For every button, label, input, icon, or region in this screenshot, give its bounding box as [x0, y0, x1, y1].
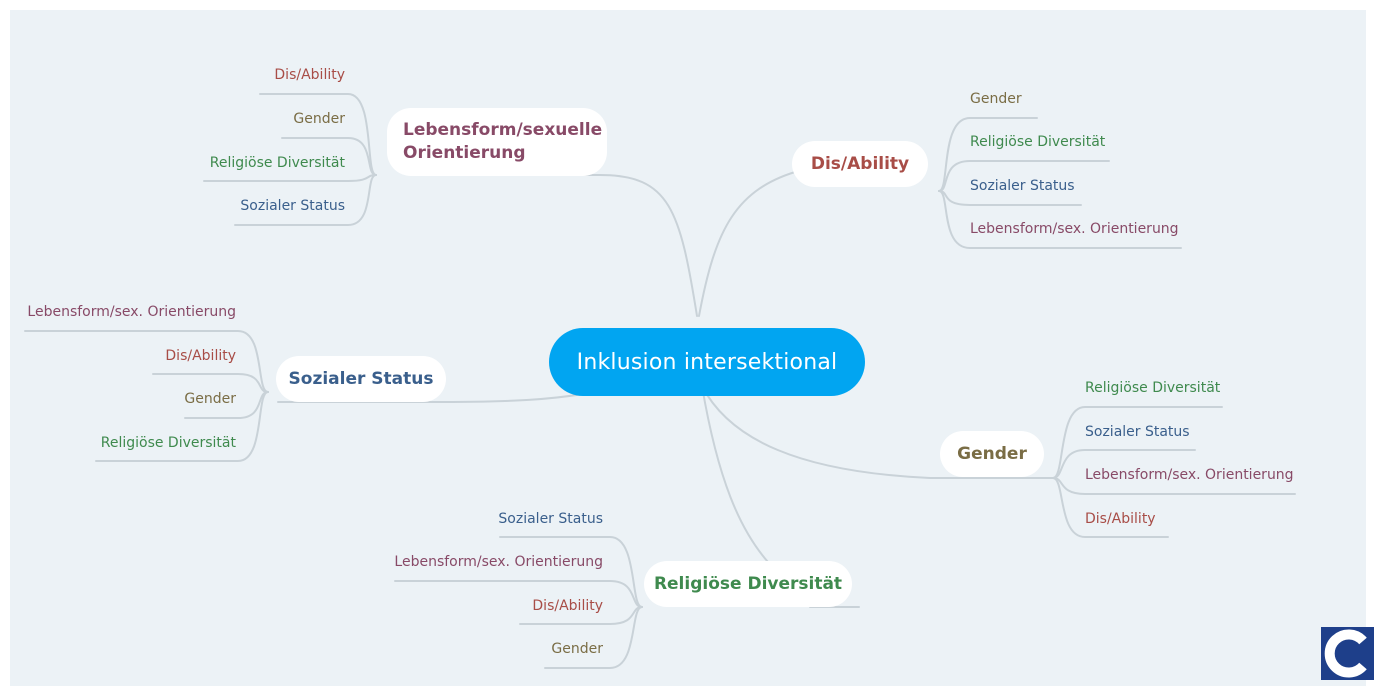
leaf-gender-lebensform[interactable]: Lebensform/sex. Orientierung — [1085, 467, 1294, 483]
branch-status-label: Sozialer Status — [288, 368, 434, 389]
branch-lebensform-label: Lebensform/sexuelle Orientierung — [403, 120, 603, 163]
branch-gender[interactable]: Gender — [940, 431, 1044, 477]
leaf-religion-disability[interactable]: Dis/Ability — [532, 598, 603, 614]
leaf-disability-lebensform[interactable]: Lebensform/sex. Orientierung — [970, 221, 1179, 237]
leaf-status-lebensform[interactable]: Lebensform/sex. Orientierung — [27, 304, 236, 320]
center-label: Inklusion intersektional — [576, 349, 838, 375]
branch-status[interactable]: Sozialer Status — [276, 356, 446, 402]
branch-disability[interactable]: Dis/Ability — [792, 141, 928, 187]
leaf-lebensform-religion[interactable]: Religiöse Diversität — [209, 155, 345, 171]
leaf-lebensform-gender[interactable]: Gender — [293, 111, 345, 127]
leaf-religion-status[interactable]: Sozialer Status — [498, 511, 603, 527]
leaf-status-gender[interactable]: Gender — [184, 391, 236, 407]
leaf-disability-status[interactable]: Sozialer Status — [970, 178, 1075, 194]
leaf-status-religion[interactable]: Religiöse Diversität — [100, 435, 236, 451]
leaf-gender-disability[interactable]: Dis/Ability — [1085, 511, 1156, 527]
leaf-lebensform-status[interactable]: Sozialer Status — [240, 198, 345, 214]
center-node[interactable]: Inklusion intersektional — [549, 328, 865, 396]
branch-disability-label: Dis/Ability — [810, 153, 910, 174]
connector-lines — [24, 93, 1296, 669]
connector-religion — [701, 385, 769, 563]
branch-gender-label: Gender — [957, 443, 1027, 464]
leaf-lebensform-disability[interactable]: Dis/Ability — [274, 67, 345, 83]
branch-lebensform[interactable]: Lebensform/sexuelle Orientierung — [387, 108, 607, 176]
connector-disability — [698, 169, 803, 317]
leaf-status-disability[interactable]: Dis/Ability — [165, 348, 236, 364]
connector-lebensform — [577, 174, 698, 317]
c-logo-icon — [1321, 627, 1374, 680]
connector-gender — [701, 385, 1056, 479]
mindmap-canvas: Inklusion intersektional Lebensform/sexu… — [10, 10, 1366, 686]
leaf-gender-status[interactable]: Sozialer Status — [1085, 424, 1190, 440]
leaf-religion-lebensform[interactable]: Lebensform/sex. Orientierung — [394, 554, 603, 570]
branch-religion-label: Religiöse Diversität — [653, 573, 843, 594]
leaf-religion-gender[interactable]: Gender — [551, 641, 603, 657]
branch-religion[interactable]: Religiöse Diversität — [644, 561, 852, 607]
leaf-gender-religion[interactable]: Religiöse Diversität — [1085, 380, 1221, 396]
leaf-disability-gender[interactable]: Gender — [970, 91, 1022, 107]
leaf-disability-religion[interactable]: Religiöse Diversität — [970, 134, 1106, 150]
